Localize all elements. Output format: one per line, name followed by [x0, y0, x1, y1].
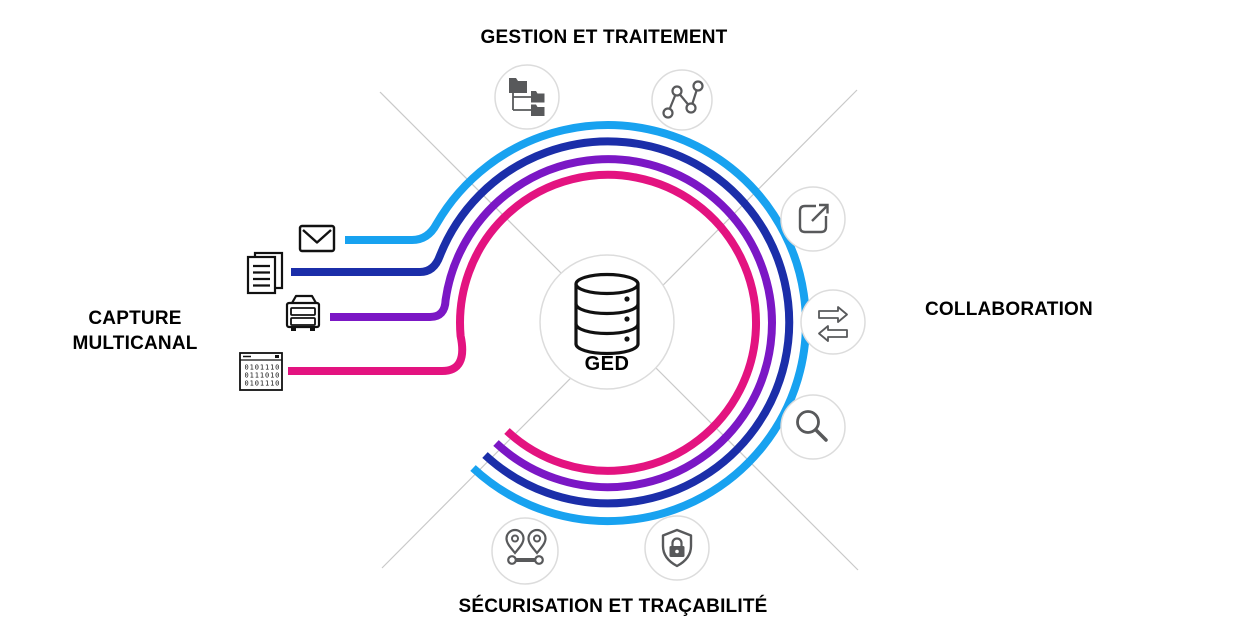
exchange-arrows-bubble — [800, 289, 866, 355]
network-graph-icon — [662, 80, 704, 119]
network-graph-bubble — [651, 69, 713, 131]
folder-tree-bubble — [494, 64, 560, 130]
shield-lock-bubble — [644, 515, 710, 581]
exchange-arrows-icon — [818, 306, 848, 342]
hub-circle — [539, 254, 675, 390]
label-gestion-et-traitement: GESTION ET TRAITEMENT — [480, 27, 728, 48]
label-capture-multicanal: CAPTURE MULTICANAL — [34, 306, 236, 356]
capture-source-icons: 0101110 0111010 0101110 — [239, 224, 336, 391]
binary-row-1: 0101110 — [245, 364, 281, 372]
search-bubble — [780, 394, 846, 460]
search-icon — [796, 410, 828, 442]
binary-row-2: 0111010 — [245, 372, 281, 380]
folder-tree-icon — [509, 78, 545, 116]
data-channel-arc — [288, 170, 760, 475]
label-capture-line2: MULTICANAL — [72, 333, 198, 354]
documents-channel-arc — [291, 137, 794, 508]
database-icon — [574, 272, 640, 356]
hub-label-ged: GED — [584, 353, 630, 375]
envelope-icon — [298, 224, 336, 253]
label-capture-line1: CAPTURE — [88, 308, 182, 329]
external-link-icon — [798, 203, 829, 234]
label-collaboration: COLLABORATION — [925, 299, 1093, 320]
documents-icon — [246, 251, 284, 295]
center-hub — [539, 254, 675, 390]
route-pins-icon — [505, 528, 547, 565]
label-securisation-et-tracabilite: SÉCURISATION ET TRAÇABILITÉ — [458, 596, 768, 617]
binary-row-3: 0101110 — [245, 380, 281, 388]
external-link-bubble — [780, 186, 846, 252]
shield-lock-icon — [661, 528, 693, 568]
route-pins-bubble — [491, 517, 559, 585]
binary-code-icon: 0101110 0111010 0101110 — [239, 352, 283, 391]
satellite-bubbles — [491, 64, 866, 585]
printer-channel-arc — [330, 155, 776, 492]
printer-icon — [285, 294, 321, 331]
